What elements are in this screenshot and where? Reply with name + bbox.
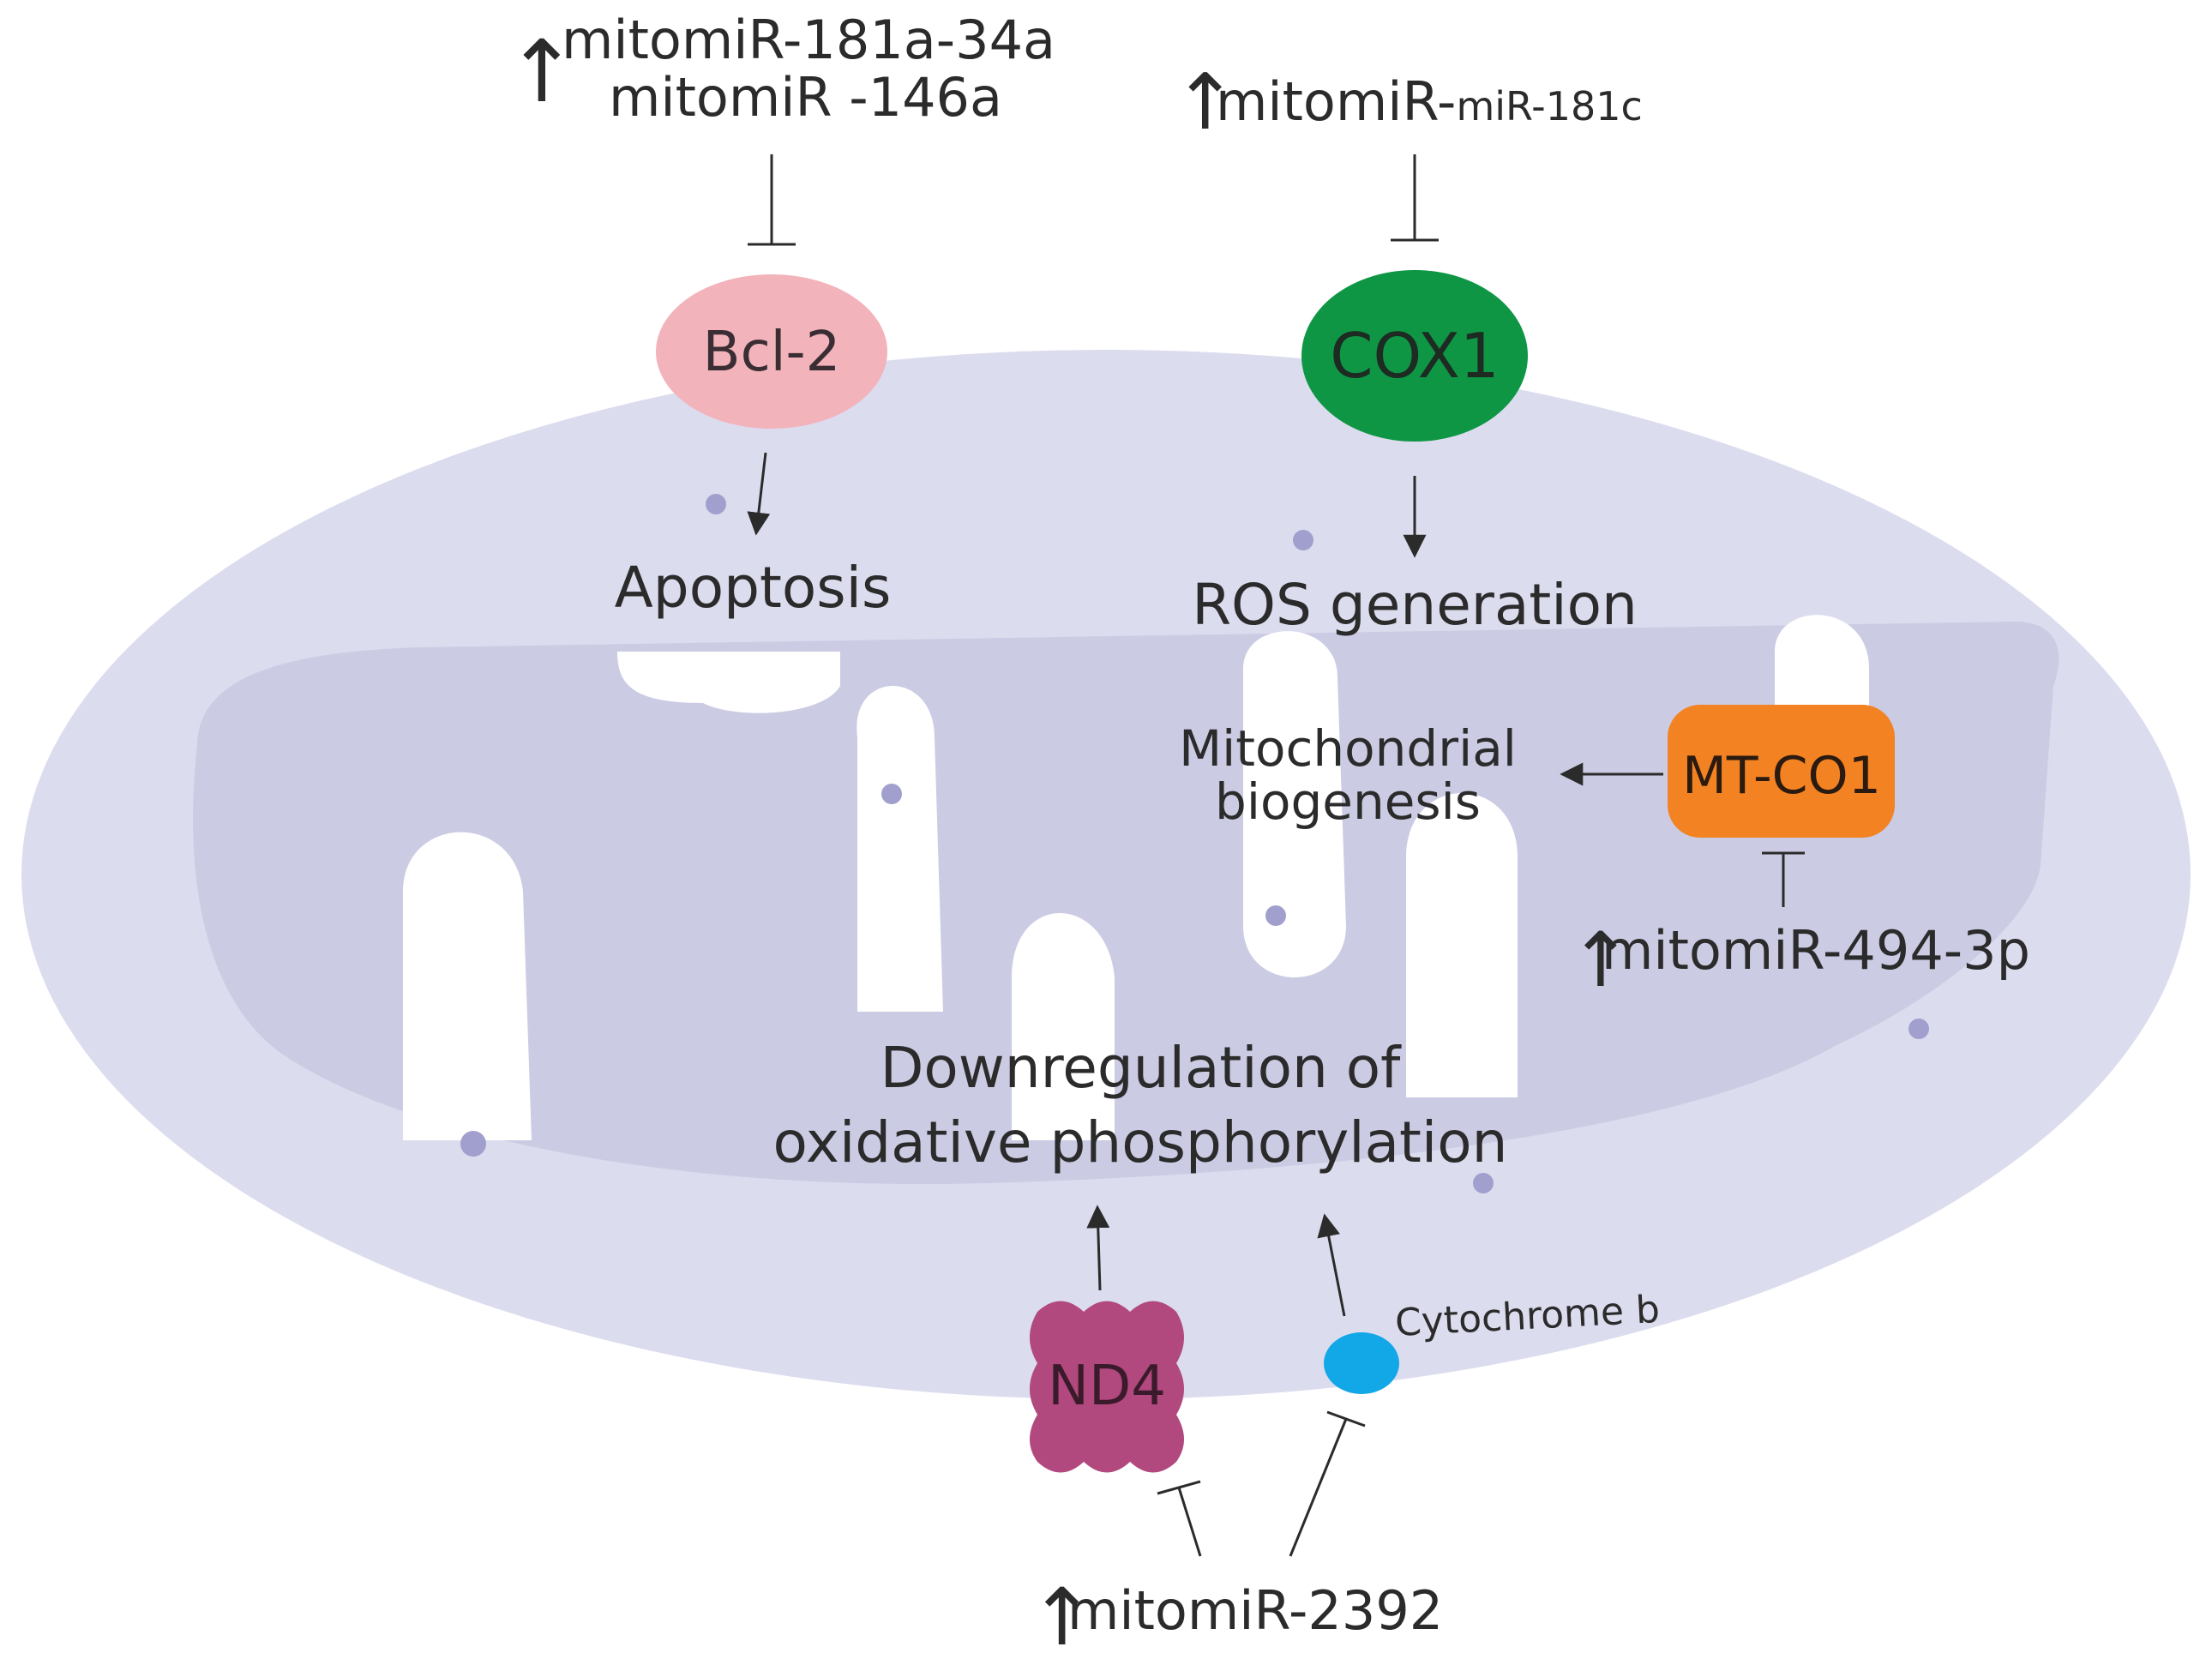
matrix-particles: [460, 494, 1929, 1193]
mtco1-label: MT-CO1: [1682, 746, 1881, 806]
particle: [460, 1131, 486, 1157]
arrow-cytb-oxphos: [1317, 1213, 1346, 1317]
nd4-node: [1030, 1301, 1184, 1473]
up-arrow-icon: ↑: [506, 21, 578, 122]
particle: [881, 784, 902, 804]
bcl2-label: Bcl-2: [703, 321, 841, 384]
inhibit-line-nd4: [1177, 1487, 1202, 1557]
mir-146a-label: mitomiR -146a: [609, 66, 1002, 129]
mtco1-node: [1668, 705, 1895, 838]
mir-181c-suffix: miR-181c: [1456, 83, 1642, 129]
mir-181c-prefix: mitomiR-: [1216, 70, 1456, 133]
mir-181a-34a-label: mitomiR-181a-34a: [562, 9, 1055, 71]
apoptosis-label: Apoptosis: [615, 555, 892, 621]
arrow-nd4-oxphos: [1086, 1205, 1110, 1291]
cox1-node: [1301, 270, 1528, 442]
cytochrome-b-node: [1324, 1332, 1399, 1394]
particle: [1293, 530, 1313, 550]
particle: [1265, 905, 1286, 926]
oxphos-label-line2: oxidative phosphorylation: [773, 1109, 1508, 1175]
inhibit-bar-cytb: [1326, 1410, 1366, 1428]
mir-494-3p-label: mitomiR-494-3p: [1602, 919, 2030, 982]
up-arrow-icon: ↑: [1029, 1572, 1095, 1663]
up-arrow-icon: ↑: [1173, 57, 1237, 147]
mir-181c-label: mitomiR-miR-181c: [1216, 70, 1643, 133]
inhibit-line-cytb: [1289, 1418, 1348, 1557]
ros-generation-label: ROS generation: [1192, 572, 1638, 638]
biogenesis-label-line2: biogenesis: [1215, 772, 1481, 831]
inner-matrix: [193, 622, 2059, 1185]
inhibit-bar-nd4: [1157, 1480, 1201, 1495]
cox1-label: COX1: [1330, 320, 1499, 392]
biogenesis-label-line1: Mitochondrial: [1179, 719, 1517, 778]
nd4-label: ND4: [1048, 1355, 1166, 1418]
arrow-bcl2-apoptosis: [747, 452, 771, 536]
particle: [1473, 1173, 1494, 1193]
oxphos-label-line1: Downregulation of: [881, 1035, 1403, 1101]
particle: [1908, 1019, 1929, 1039]
particle: [706, 494, 726, 514]
mir-2392-label: mitomiR-2392: [1067, 1579, 1443, 1642]
up-arrow-icon: ↑: [1569, 916, 1632, 1004]
bcl2-node: [656, 274, 887, 429]
